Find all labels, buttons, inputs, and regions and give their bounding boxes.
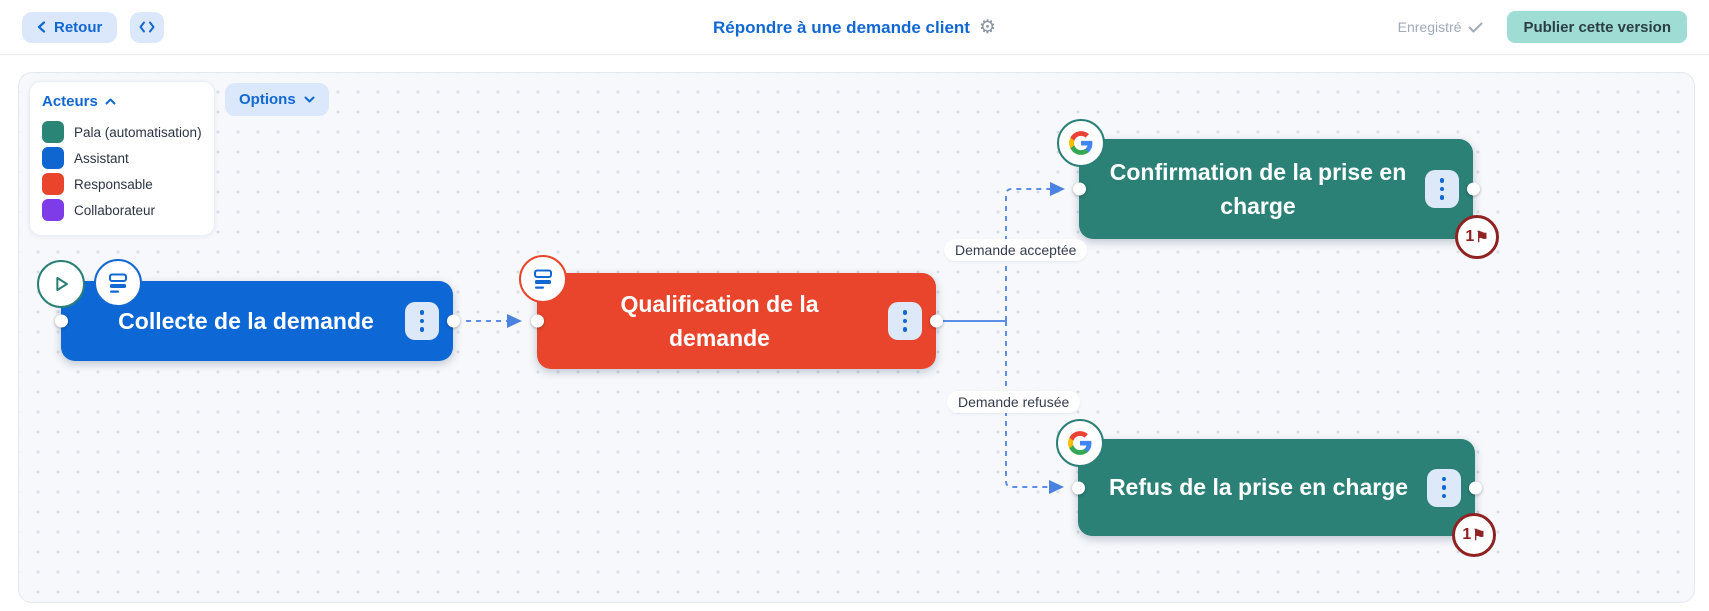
node-menu-button[interactable] — [888, 302, 922, 340]
legend-swatch-pala — [42, 121, 64, 143]
options-button[interactable]: Options — [225, 83, 329, 116]
flag-icon: ⚑ — [1475, 229, 1489, 246]
publish-button[interactable]: Publier cette version — [1507, 11, 1687, 43]
flag-icon: ⚑ — [1472, 527, 1486, 544]
edge-label-demande-acceptee: Demande acceptée — [944, 239, 1088, 261]
legend-label-collaborateur: Collaborateur — [74, 202, 156, 218]
code-brackets-icon — [139, 21, 155, 33]
gear-icon[interactable]: ⚙ — [978, 17, 996, 38]
legend-label-pala: Pala (automatisation) — [74, 124, 202, 140]
connection-port-right[interactable] — [446, 314, 460, 328]
node-label: Collecte de la demande — [118, 307, 374, 334]
legend-label-responsable: Responsable — [74, 176, 153, 192]
node-refus-prise-en-charge[interactable]: Refus de la prise en charge 1 ⚑ — [1056, 419, 1496, 557]
legend-swatch-collaborateur — [42, 199, 64, 221]
edge-label-demande-refusee: Demande refusée — [947, 391, 1081, 413]
google-icon[interactable] — [1057, 119, 1105, 167]
saved-status: Enregistré — [1398, 19, 1484, 35]
chevron-down-icon — [304, 96, 315, 103]
back-button[interactable]: Retour — [22, 11, 118, 43]
flag-badge[interactable]: 1 ⚑ — [1452, 513, 1496, 557]
flag-count: 1 — [1462, 526, 1472, 543]
options-button-label: Options — [239, 91, 296, 108]
actors-legend-header[interactable]: Acteurs — [42, 93, 202, 110]
connection-port-left[interactable] — [530, 314, 544, 328]
actors-legend-title: Acteurs — [42, 93, 98, 110]
node-label: Confirmation de la prise en charge — [1109, 158, 1407, 220]
connection-port-right[interactable] — [1466, 182, 1480, 196]
node-collecte-de-la-demande[interactable]: Collecte de la demande — [37, 259, 460, 361]
google-icon[interactable] — [1056, 419, 1104, 467]
workflow-canvas[interactable]: Acteurs Pala (automatisation) Assistant … — [18, 72, 1695, 603]
connection-port-left[interactable] — [1071, 481, 1085, 494]
node-label: Refus de la prise en charge — [1108, 474, 1409, 501]
node-label: Qualification de la demande — [620, 290, 819, 352]
legend-item-collaborateur: Collaborateur — [42, 197, 202, 223]
legend-swatch-assistant — [42, 147, 64, 169]
page-title: Répondre à une demande client — [713, 17, 970, 37]
legend-item-pala: Pala (automatisation) — [42, 119, 202, 145]
play-icon[interactable] — [37, 260, 85, 308]
legend-item-responsable: Responsable — [42, 171, 202, 197]
connection-port-left[interactable] — [1072, 182, 1086, 196]
node-menu-button[interactable] — [1427, 468, 1461, 507]
back-button-label: Retour — [54, 18, 103, 36]
legend-label-assistant: Assistant — [74, 150, 129, 166]
code-button[interactable] — [130, 11, 165, 43]
chevron-up-icon — [105, 98, 116, 105]
topbar: Retour Répondre à une demande client ⚙ E… — [0, 0, 1709, 55]
form-icon[interactable] — [94, 259, 142, 307]
connection-port-left[interactable] — [54, 314, 68, 328]
node-menu-button[interactable] — [1425, 170, 1459, 208]
chevron-left-icon — [37, 21, 46, 33]
connection-port-right[interactable] — [929, 314, 943, 328]
legend-item-assistant: Assistant — [42, 145, 202, 171]
form-icon[interactable] — [519, 255, 567, 303]
node-confirmation-prise-en-charge[interactable]: Confirmation de la prise en charge 1 ⚑ — [1057, 119, 1499, 259]
saved-status-label: Enregistré — [1397, 19, 1462, 35]
flag-count: 1 — [1465, 228, 1475, 245]
actors-legend-panel: Acteurs Pala (automatisation) Assistant … — [29, 81, 215, 236]
check-icon — [1468, 22, 1483, 32]
node-menu-button[interactable] — [405, 302, 439, 340]
connection-port-right[interactable] — [1468, 481, 1482, 494]
node-qualification-de-la-demande[interactable]: Qualification de la demande — [519, 255, 943, 369]
flag-badge[interactable]: 1 ⚑ — [1455, 215, 1499, 259]
legend-swatch-responsable — [42, 173, 64, 195]
